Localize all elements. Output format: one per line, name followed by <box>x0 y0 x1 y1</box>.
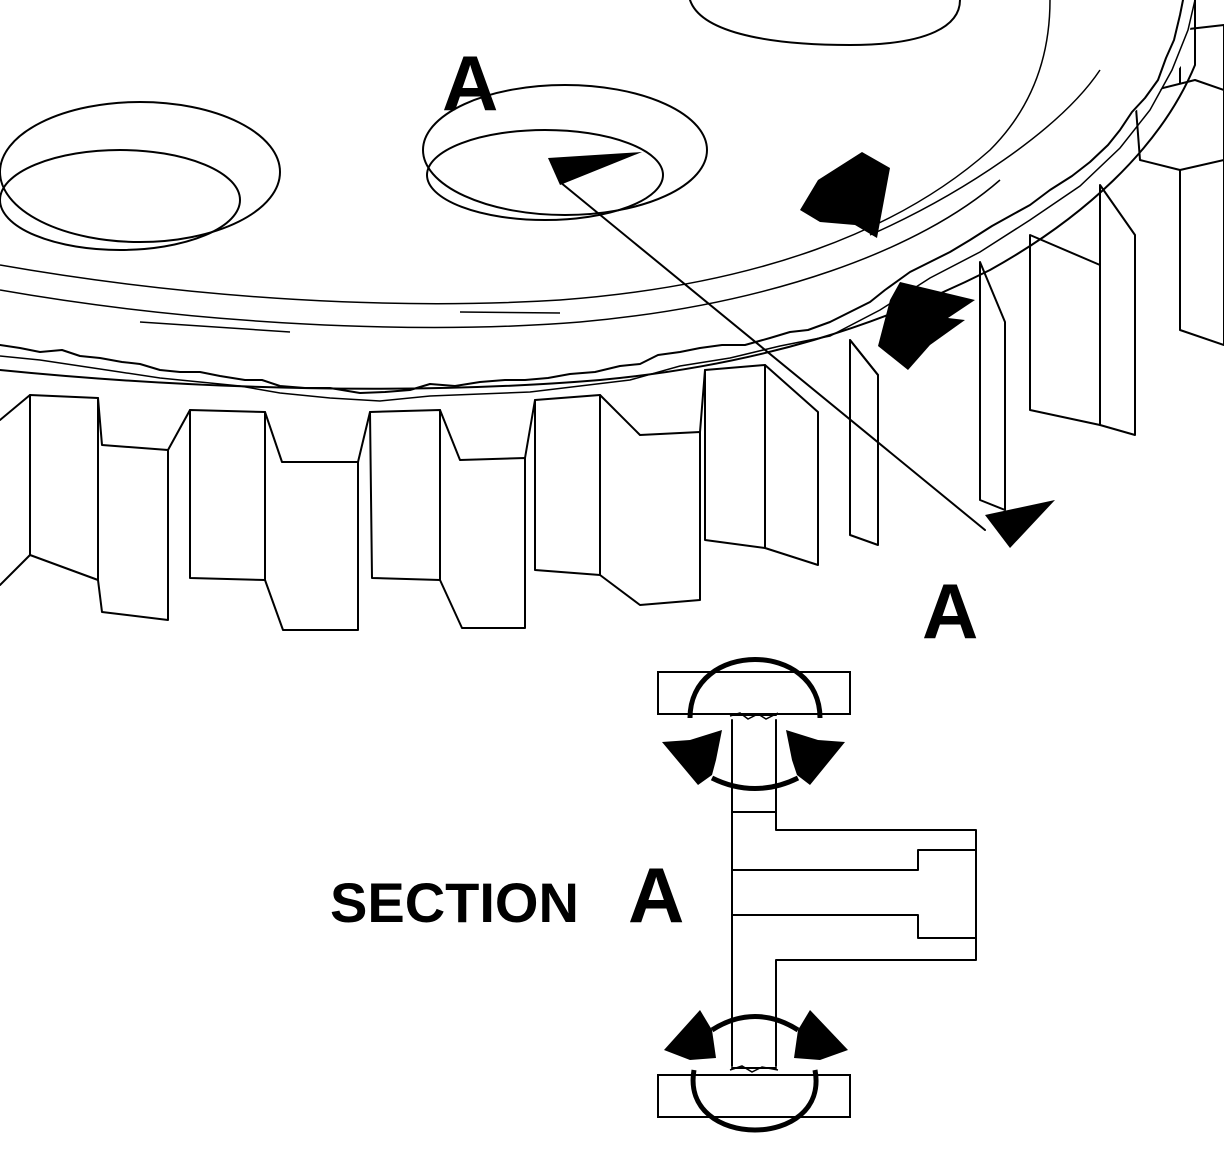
gear-face <box>0 0 1195 392</box>
bolt-hole-left <box>0 101 281 243</box>
cut-arrowhead-bottom <box>985 500 1055 548</box>
section-word: SECTION <box>330 871 579 934</box>
profile-web <box>731 719 977 1067</box>
section-cut-line <box>548 152 1055 548</box>
cut-label-bottom: A <box>922 567 978 655</box>
section-letter: A <box>628 851 684 939</box>
cut-label-top: A <box>442 39 498 127</box>
profile-crack-top <box>729 712 779 720</box>
profile-crack-bottom <box>729 1065 779 1073</box>
cut-arrowhead-top <box>548 152 642 185</box>
force-arrow-lower <box>878 282 975 370</box>
bolt-hole-left-inner <box>0 149 241 251</box>
rim-crack-edge <box>0 0 1184 394</box>
bolt-hole-center <box>422 84 708 216</box>
section-profile <box>657 657 977 1133</box>
gear-force-arrows <box>800 152 975 370</box>
gear-teeth <box>0 24 1224 631</box>
profile-bottom-flange <box>657 1074 851 1118</box>
bolt-hole-top <box>689 0 961 46</box>
gear-body <box>0 0 1196 402</box>
force-arrow-upper <box>800 152 890 238</box>
bolt-hole-center-inner <box>426 129 664 221</box>
